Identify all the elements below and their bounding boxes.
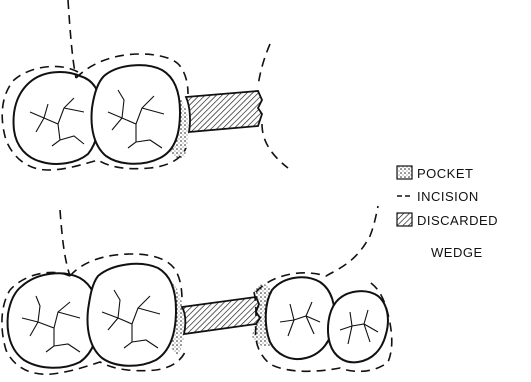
lower-incision-outline xyxy=(1,209,187,376)
lower-premolar-2 xyxy=(327,290,389,364)
lower-premolar-1-fissures xyxy=(279,301,321,337)
lower-molar-1 xyxy=(6,272,100,369)
upper-molar-2-fissures xyxy=(107,89,165,149)
legend-pocket-label: POCKET xyxy=(417,166,473,181)
lower-molar-2-fissures xyxy=(101,289,161,349)
lower-premolar-2-fissures xyxy=(339,309,379,345)
upper-incision-outline xyxy=(1,0,189,171)
upper-arch xyxy=(1,0,289,171)
lower-molar-1-fissures xyxy=(21,295,81,353)
upper-incision-right xyxy=(257,43,289,169)
lower-arch xyxy=(1,205,393,376)
lower-molar-2 xyxy=(86,262,178,367)
lower-incision-right xyxy=(253,205,393,373)
lower-discarded-wedge xyxy=(180,296,262,336)
legend: POCKET INCISION DISCARDED WEDGE xyxy=(396,165,498,260)
legend-wedge-label: WEDGE xyxy=(431,245,483,260)
upper-molar-1-fissures xyxy=(29,97,85,147)
discarded-wedge-swatch xyxy=(396,212,413,227)
legend-discarded-label: DISCARDED xyxy=(417,213,498,228)
legend-incision-label: INCISION xyxy=(417,189,479,204)
upper-molar-2 xyxy=(90,64,182,165)
upper-molar-1 xyxy=(12,71,102,165)
upper-discarded-wedge xyxy=(184,90,263,133)
pocket-swatch xyxy=(396,165,413,180)
